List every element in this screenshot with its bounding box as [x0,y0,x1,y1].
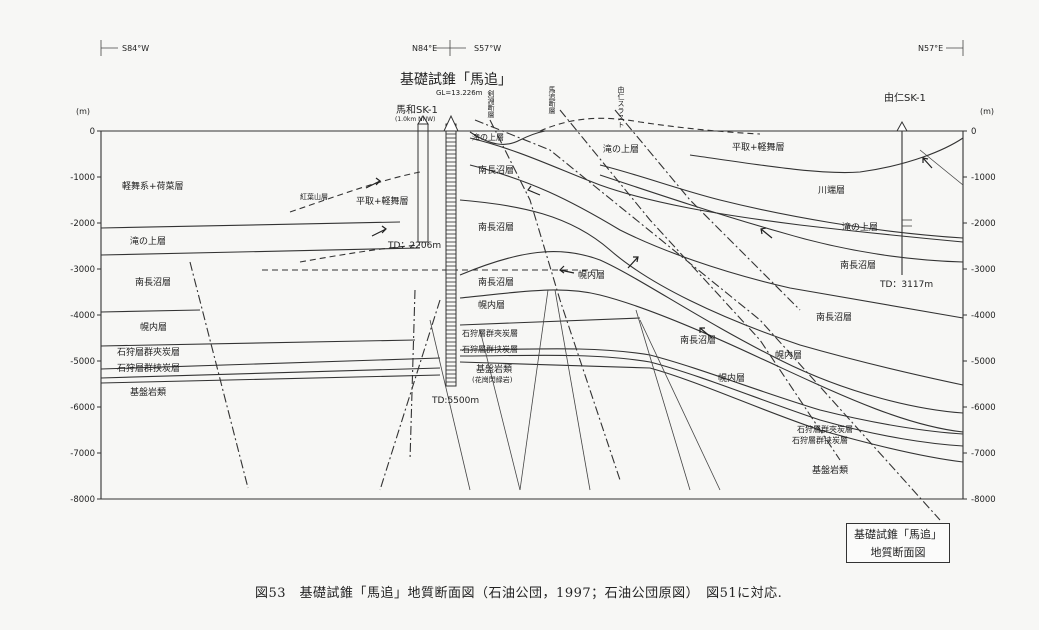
fm-right-e: 南長沼層 [840,259,876,271]
left-tick-label: -6000 [70,403,95,413]
fm-left-7: 基盤岩類 [130,386,166,398]
fm-right-k: 石狩層群挟炭層 [792,435,848,445]
fm-center-4: 南長沼層 [478,276,514,288]
faults [189,109,964,521]
left-tick-label: -1000 [70,173,95,183]
fm-right-a: 滝の上層 [603,144,639,155]
fm-right-b: 平取+軽舞層 [732,142,785,153]
right-tick-label: -5000 [971,357,996,367]
well-right-name: 由仁SK-1 [884,91,926,104]
fm-center-5: 幌内層 [478,299,505,311]
fm-center-6: 石狩層群夾炭層 [462,328,518,338]
fm-left-6: 石狩層群挟炭層 [117,362,180,374]
formation-labels: 軽舞系+荷菜層 滝の上層 南長沼層 幌内層 石狩層群夾炭層 石狩層群挟炭層 基盤… [117,132,878,476]
well-labels: 馬和SK-1 (1.0km NNW) TD：2206m TD:5500m 由仁S… [387,91,933,406]
well-title: 基礎試錐「馬追」 [400,71,512,88]
figure-legend-box: 基礎試錐「馬追」 地質断面図 [846,523,950,563]
fm-left-2: 滝の上層 [130,236,166,247]
fm-left-3: 南長沼層 [135,276,171,288]
motion-arrows [365,157,933,339]
ground-level-label: GL=13.226m [436,89,483,97]
well-right-td: TD：3117m [879,280,933,290]
left-tick-label: -3000 [70,265,95,275]
well-right-marker [896,120,908,132]
dir-left-label: S84°W [122,44,149,53]
axis-unit-left: (m) [76,107,90,116]
fm-center-3: 南長沼層 [478,221,514,233]
well-left-sub: (1.0km NNW) [395,116,435,123]
fm-right-l: 基盤岩類 [812,464,848,476]
right-tick-label: -1000 [971,173,996,183]
left-tick-label: -8000 [70,495,95,505]
depth-axis-right: (m) 0 -1000 -2000 -3000 -4000 -5000 -6000 -7000… [962,107,996,505]
fm-block-1: 平取+軽舞層 [356,196,409,207]
right-tick-label: -6000 [971,403,996,413]
fm-right-d: 滝の上層 [842,222,878,233]
fm-block-ref: 紅葉山層 [300,192,328,201]
well-left-casing [417,123,429,243]
right-tick-label: -4000 [971,311,996,321]
fm-center-8: 基盤岩類 [476,363,512,375]
left-tick-label: -4000 [70,311,95,321]
well-main-bore [445,123,457,387]
well-main-marker [443,114,459,132]
fm-right-g: 南長沼層 [680,334,716,346]
horizons [100,130,964,463]
well-left-marker [417,115,429,125]
right-tick-label: -7000 [971,449,996,459]
fm-center-1: 滝の上層 [472,132,504,142]
depth-axis-left: (m) 0 -1000 -2000 -3000 -4000 -5000 -6000 -7000… [70,107,102,505]
left-tick-label: -5000 [70,357,95,367]
axis-unit-right: (m) [980,107,994,116]
right-ticks: 0 -1000 -2000 -3000 -4000 -5000 -6000 -7000 -800… [963,127,996,505]
right-tick-label: -2000 [971,219,996,229]
left-tick-label: -2000 [70,219,95,229]
legend-line-2: 地質断面図 [870,546,926,559]
fm-left-4: 幌内層 [140,321,167,333]
right-tick-label: -3000 [971,265,996,275]
fm-left-5: 石狩層群夾炭層 [117,346,180,358]
dashed-horizons [262,117,761,271]
fm-right-i: 幌内層 [718,372,745,384]
fm-right-h: 幌内層 [775,349,802,361]
fault-label-2: 馬追断層 [548,86,556,115]
right-tick-label: -8000 [971,495,996,505]
well-main-td: TD:5500m [431,396,479,406]
left-tick-label: -7000 [70,449,95,459]
fault-label-1: 剣淵断層 [487,90,495,119]
well-left-name: 馬和SK-1 [396,104,438,116]
fm-right-f: 南長沼層 [816,311,852,323]
dir-mid-right-label: S57°W [474,44,501,53]
left-tick-label: 0 [90,127,95,137]
left-ticks: 0 -1000 -2000 -3000 -4000 -5000 -6000 -7000 -800… [70,127,101,505]
wells [417,114,912,387]
figure-caption: 図53 基礎試錐「馬追」地質断面図（石油公団，1997；石油公団原図） 図51に… [255,586,783,601]
fault-label-3: 由仁スラスト [617,85,625,128]
fm-left-1: 軽舞系+荷菜層 [122,180,184,192]
fm-center-8b: (花崗閃緑岩) [472,375,513,384]
direction-markers: S84°W N84°E S57°W N57°E [100,40,964,56]
well-left-td: TD：2206m [387,241,441,251]
fm-center-9: 幌内層 [578,269,605,281]
fm-center-2: 南長沼層 [478,164,514,176]
fm-right-j: 石狩層群夾炭層 [797,424,853,434]
fault-labels: 剣淵断層 馬追断層 由仁スラスト [487,85,625,128]
fm-center-7: 石狩層群挟炭層 [462,344,518,354]
right-tick-label: 0 [971,127,976,137]
dir-mid-left-label: N84°E [412,44,437,53]
dir-right-label: N57°E [918,44,943,53]
legend-line-1: 基礎試錐「馬追」 [854,528,942,541]
fm-right-c: 川端層 [818,184,845,196]
